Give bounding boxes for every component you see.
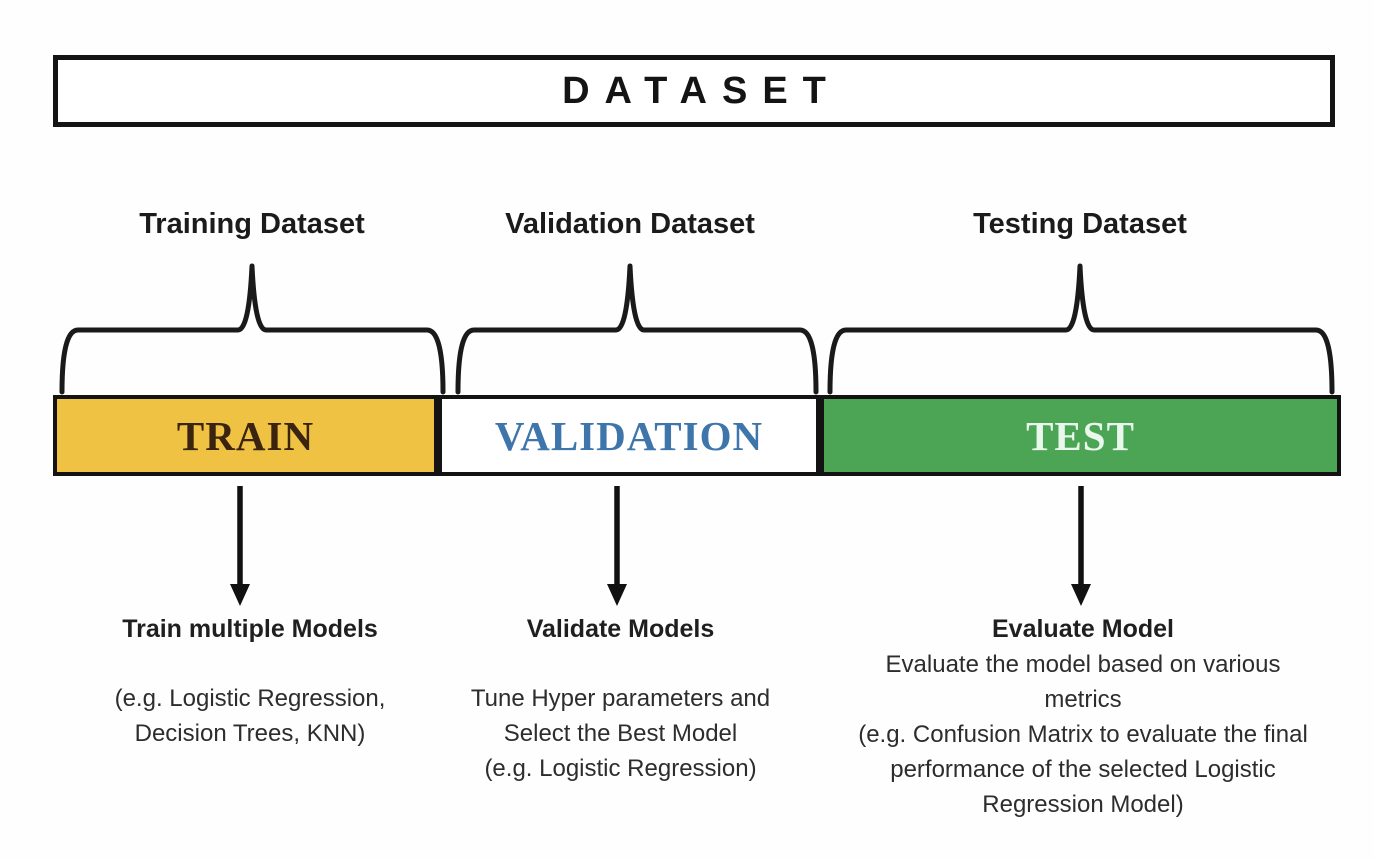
dataset-title: DATASET (562, 69, 841, 112)
validation-dataset-label: Validation Dataset (505, 208, 755, 240)
test-action-column: Evaluate Model Evaluate the model based … (848, 612, 1318, 822)
validation-segment-label: VALIDATION (494, 412, 764, 459)
validation-action-title: Validate Models (526, 615, 715, 643)
train-segment-label: TRAIN (176, 412, 315, 459)
validation-action-detail: Tune Hyper parameters and Select the Bes… (470, 685, 771, 782)
train-segment: TRAIN (53, 395, 438, 476)
training-dataset-label: Training Dataset (139, 208, 365, 240)
validation-segment: VALIDATION (438, 395, 820, 476)
test-segment: TEST (820, 395, 1341, 476)
test-action-detail: Evaluate the model based on various metr… (858, 651, 1308, 818)
brace-training-icon (59, 263, 446, 395)
validation-action-column: Validate Models Tune Hyper parameters an… (428, 612, 813, 786)
train-action-detail: (e.g. Logistic Regression, Decision Tree… (114, 685, 386, 747)
brace-testing-icon (827, 263, 1335, 395)
train-action-column: Train multiple Models (e.g. Logistic Reg… (55, 612, 445, 751)
testing-dataset-label: Testing Dataset (973, 208, 1187, 240)
test-segment-label: TEST (1026, 412, 1135, 459)
brace-validation-icon (455, 263, 819, 395)
train-action-title: Train multiple Models (122, 615, 378, 643)
arrow-test-icon (1071, 486, 1091, 606)
arrow-train-icon (230, 486, 250, 606)
test-action-title: Evaluate Model (992, 615, 1174, 643)
arrow-validation-icon (607, 486, 627, 606)
dataset-box: DATASET (53, 55, 1335, 127)
